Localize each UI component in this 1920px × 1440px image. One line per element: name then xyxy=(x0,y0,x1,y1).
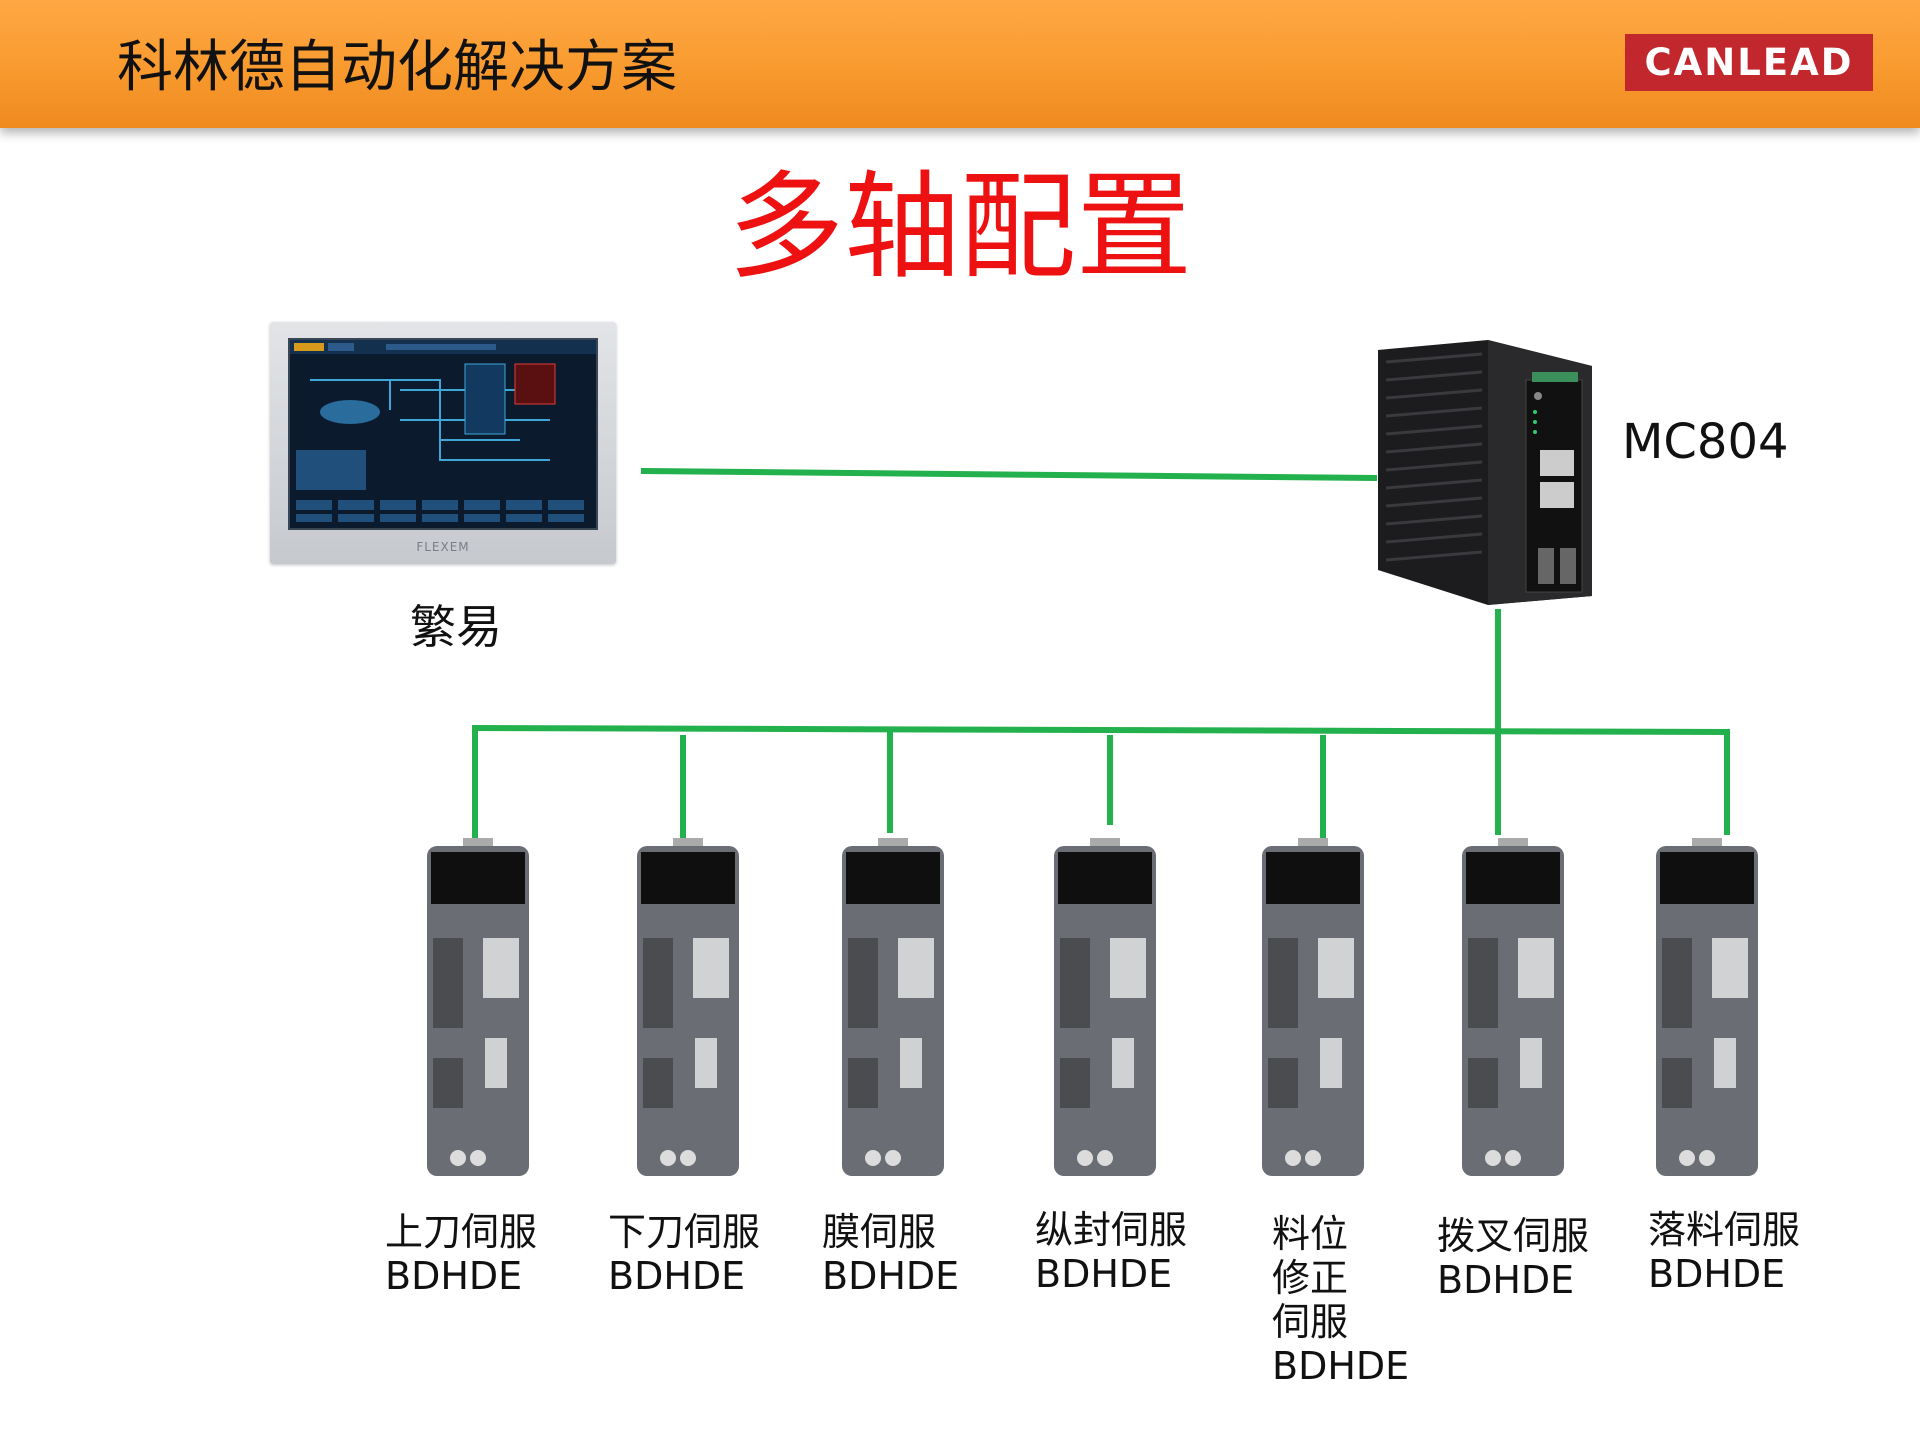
drive-name: 上刀伺服 xyxy=(385,1210,538,1254)
drive-name: 下刀伺服 xyxy=(608,1210,761,1254)
drive-model: BDHDE xyxy=(1272,1344,1410,1388)
controller-graphic xyxy=(1378,340,1592,605)
drive-name-line: 修正 xyxy=(1272,1256,1349,1300)
drive-model: BDHDE xyxy=(1035,1252,1173,1296)
servo-drive-6 xyxy=(1458,838,1568,1193)
canlead-logo: CANLEAD xyxy=(1625,34,1873,91)
mc804-caption: MC804 xyxy=(1622,414,1789,470)
drive-graphic xyxy=(1656,838,1758,1176)
drive-name-line: 料位 xyxy=(1272,1212,1349,1256)
servo-drive-4 xyxy=(1050,838,1160,1193)
hmi-screen xyxy=(288,338,598,530)
drive-model: BDHDE xyxy=(1648,1252,1786,1296)
drive-label-3: 膜伺服 BDHDE xyxy=(822,1210,959,1298)
servo-drive-7 xyxy=(1652,838,1762,1193)
hmi-link-line xyxy=(640,467,1378,482)
hmi-panel: FLEXEM xyxy=(270,322,616,564)
servo-drive-5 xyxy=(1258,838,1368,1193)
drive-graphic xyxy=(1462,838,1564,1176)
drive-name: 膜伺服 xyxy=(822,1210,937,1254)
trunk-line xyxy=(471,724,1731,736)
drive-model: BDHDE xyxy=(1437,1258,1575,1302)
hmi-screen-graphic xyxy=(290,340,596,522)
header-title: 科林德自动化解决方案 xyxy=(117,35,677,100)
header-bar: 科林德自动化解决方案 CANLEAD xyxy=(0,0,1920,128)
drive-graphic xyxy=(1262,838,1364,1176)
drive-name-line: 伺服 xyxy=(1272,1300,1349,1344)
hmi-caption: 繁易 xyxy=(410,600,502,654)
drive-model: BDHDE xyxy=(608,1254,746,1298)
mc804-controller xyxy=(1378,340,1592,605)
hmi-brand-logo: FLEXEM xyxy=(416,540,470,554)
drive-name: 落料伺服 xyxy=(1648,1208,1801,1252)
servo-drive-1 xyxy=(423,838,533,1193)
drive-label-7: 落料伺服 BDHDE xyxy=(1648,1208,1800,1296)
servo-drive-3 xyxy=(838,838,948,1193)
drive-graphic xyxy=(1054,838,1156,1176)
drive-model: BDHDE xyxy=(822,1254,960,1298)
drive-graphic xyxy=(637,838,739,1176)
drive-label-2: 下刀伺服 BDHDE xyxy=(608,1210,760,1298)
drive-label-4: 纵封伺服 BDHDE xyxy=(1035,1208,1187,1296)
drive-graphic xyxy=(427,838,529,1176)
drive-graphic xyxy=(842,838,944,1176)
servo-drive-2 xyxy=(633,838,743,1193)
drive-name: 拨叉伺服 xyxy=(1437,1214,1590,1258)
drive-label-1: 上刀伺服 BDHDE xyxy=(385,1210,537,1298)
drive-label-5: 料位 修正 伺服 BDHDE xyxy=(1272,1212,1409,1388)
drive-label-6: 拨叉伺服 BDHDE xyxy=(1437,1214,1589,1302)
drive-model: BDHDE xyxy=(385,1254,523,1298)
drive-name: 纵封伺服 xyxy=(1035,1208,1188,1252)
page-title: 多轴配置 xyxy=(728,160,1192,295)
